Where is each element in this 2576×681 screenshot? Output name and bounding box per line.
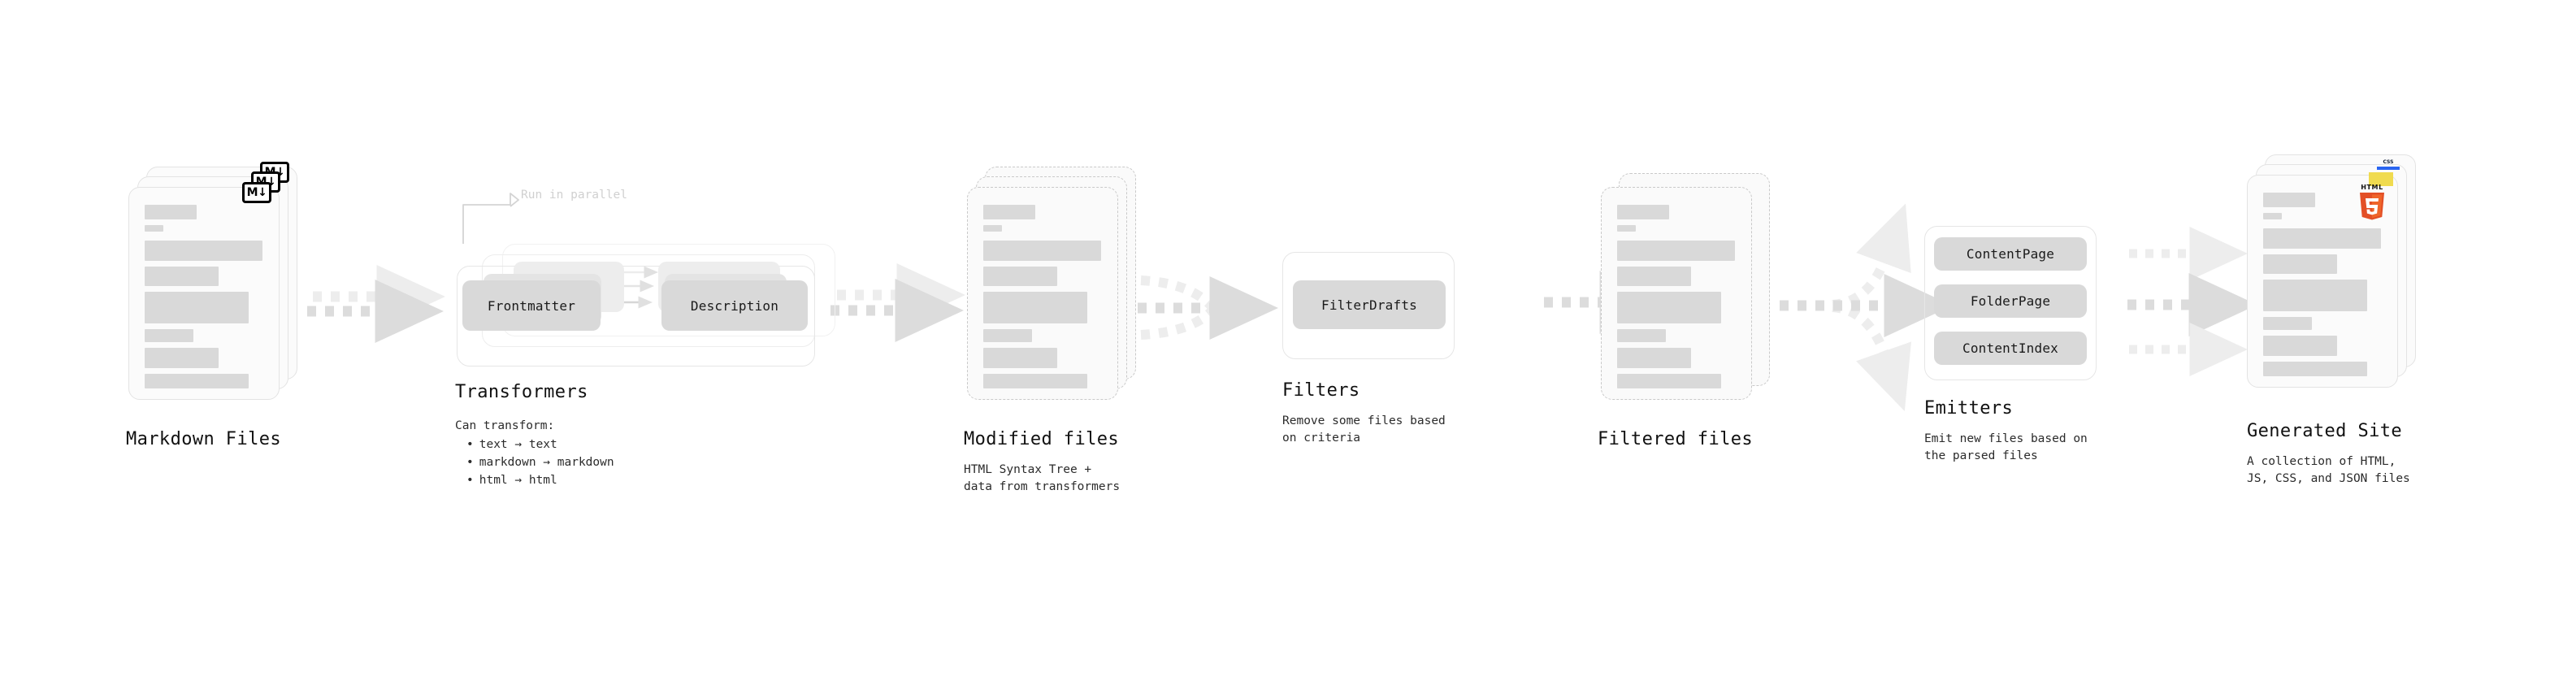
transformers-group-front (457, 266, 815, 367)
markdown-files-title: Markdown Files (126, 429, 282, 449)
placeholder-bar (2263, 317, 2312, 330)
placeholder-bar (983, 348, 1057, 368)
transformers-bullets-head: Can transform: (455, 419, 555, 432)
filtered-card-content (1601, 187, 1752, 400)
transformers-title: Transformers (455, 382, 588, 402)
generated-site-title: Generated Site (2247, 421, 2403, 441)
placeholder-bar (2263, 193, 2316, 207)
filtered-files-card-stack (1601, 167, 1770, 402)
transformers-bullet-item: markdown → markdown (466, 453, 614, 471)
arrow-emitters-to-site (2127, 227, 2257, 376)
emitter-chip-contentindex[interactable]: ContentIndex (1934, 332, 2087, 365)
placeholder-bar (145, 348, 219, 368)
placeholder-bar (1617, 374, 1722, 388)
modified-files-subtitle: HTML Syntax Tree + data from transformer… (964, 463, 1121, 494)
modified-files-card-stack (967, 167, 1136, 402)
placeholder-bar (145, 225, 164, 232)
placeholder-bar (145, 292, 249, 323)
emitter-chip-folderpage[interactable]: FolderPage (1934, 284, 2087, 318)
placeholder-bar (145, 205, 197, 219)
placeholder-bar (983, 374, 1088, 388)
filters-subtitle: Remove some files based on criteria (1282, 414, 1446, 445)
emitters-title: Emitters (1924, 398, 2014, 419)
arrow-markdown-to-transformers (307, 265, 445, 343)
css3-badge-bar (2377, 167, 2400, 170)
arrow-filtered-to-emitters (1780, 203, 1953, 411)
placeholder-bar (1617, 205, 1670, 219)
html5-badge: HTML (2355, 183, 2389, 220)
placeholder-bar (2263, 362, 2368, 376)
placeholder-bar (2263, 280, 2368, 311)
html5-badge-label: HTML (2361, 184, 2383, 191)
transformers-bullet-list: Can transform: text → text markdown → ma… (455, 417, 614, 489)
run-in-parallel-label: Run in parallel (521, 189, 627, 202)
run-in-parallel-bracket (462, 193, 519, 244)
arrow-modified-to-filters (1138, 275, 1278, 340)
markdown-files-card-stack: M↓ M↓ M↓ (128, 162, 297, 402)
modified-card-content (967, 187, 1118, 400)
placeholder-bar (145, 374, 249, 388)
generated-card-content (2247, 175, 2398, 388)
modified-files-title: Modified files (964, 429, 1120, 449)
transformers-bullet-item: text → text (466, 436, 614, 453)
placeholder-bar (1617, 241, 1735, 261)
placeholder-bar (1617, 225, 1637, 232)
placeholder-bar (2263, 254, 2337, 274)
placeholder-bar (2263, 336, 2337, 356)
generated-site-subtitle: A collection of HTML, JS, CSS, and JSON … (2247, 455, 2410, 486)
placeholder-bar (145, 329, 193, 342)
markdown-card-content (128, 187, 280, 400)
placeholder-bar (983, 292, 1088, 323)
placeholder-bar (1617, 267, 1691, 286)
placeholder-bar (145, 267, 219, 286)
markdown-badge-front: M↓ (242, 182, 271, 203)
css3-badge: CSS (2377, 160, 2400, 172)
filtered-files-title: Filtered files (1598, 429, 1754, 449)
filters-group-box (1282, 252, 1455, 359)
placeholder-bar (983, 225, 1003, 232)
placeholder-bar (983, 205, 1036, 219)
placeholder-bar (1617, 329, 1666, 342)
placeholder-bar (983, 267, 1057, 286)
emitters-group-box (1924, 226, 2097, 380)
placeholder-bar (1617, 348, 1691, 368)
emitters-subtitle: Emit new files based on the parsed files (1924, 432, 2088, 463)
arrow-transformers-to-modified (830, 263, 965, 342)
transformer-chip-frontmatter[interactable]: Frontmatter (462, 280, 601, 331)
transformers-bullet-item: html → html (466, 471, 614, 489)
placeholder-bar (983, 241, 1101, 261)
placeholder-bar (2263, 228, 2381, 249)
emitter-chip-contentpage[interactable]: ContentPage (1934, 237, 2087, 271)
generated-site-card-stack: CSS HTML (2247, 154, 2416, 390)
css3-badge-label: CSS (2383, 159, 2394, 165)
js-badge (2369, 172, 2393, 186)
placeholder-bar (145, 241, 262, 261)
filter-chip-filterdrafts[interactable]: FilterDrafts (1293, 280, 1446, 329)
filters-title: Filters (1282, 380, 1360, 401)
placeholder-bar (983, 329, 1032, 342)
placeholder-bar (2263, 213, 2283, 219)
transformer-chip-description[interactable]: Description (661, 280, 808, 331)
placeholder-bar (1617, 292, 1722, 323)
